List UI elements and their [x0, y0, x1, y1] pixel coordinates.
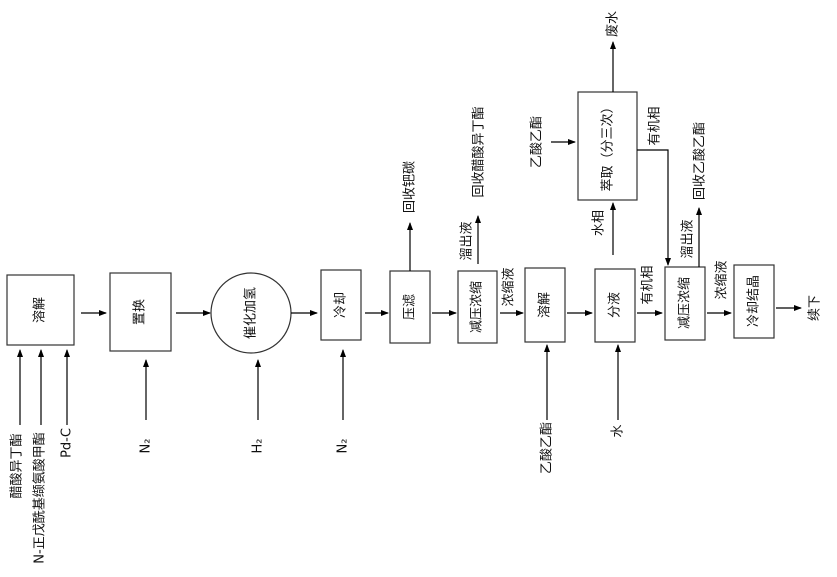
flow-label: 有机相	[648, 106, 663, 145]
input-label: 水	[611, 424, 626, 437]
output-label: 回收钯碳	[403, 161, 418, 213]
output-waste-water: 废水	[605, 11, 621, 92]
input-n2-replace: N₂	[139, 359, 154, 454]
step-label: 减压浓缩	[469, 281, 485, 333]
output-recover-pdc: 回收钯碳	[403, 161, 418, 271]
step-concentrate-1: 减压浓缩	[457, 270, 498, 344]
output-label: 溜出液	[681, 219, 696, 258]
input-label: 乙酸乙酯	[530, 116, 545, 168]
step-label: 溶解	[33, 297, 48, 323]
step-label: 萃取（分三次）	[600, 100, 616, 191]
input-ethyl-acetate-dissolve: 乙酸乙酯	[540, 344, 555, 474]
output-distillate-2: 溜出液 回收乙酸乙酯	[681, 122, 708, 267]
step-filter: 压滤	[389, 270, 431, 344]
flow-label: 浓缩液	[501, 267, 517, 306]
output-label: 回收乙酸乙酯	[693, 122, 708, 200]
input-label: N₂	[336, 439, 351, 454]
step-replace: 置换	[109, 272, 172, 352]
input-water: 水	[611, 344, 626, 438]
step-dissolve-1: 溶解	[6, 274, 75, 346]
input-h2: H₂	[251, 359, 266, 454]
output-organic-phase-extract: 有机相	[637, 106, 671, 266]
step-label: 冷却结晶	[747, 275, 762, 327]
step-hydrogenation: 催化加氢	[210, 272, 292, 354]
step-separate: 分液	[594, 268, 636, 343]
step-label: 分液	[608, 292, 623, 318]
step-label: 减压浓缩	[677, 277, 693, 329]
output-label: 废水	[605, 11, 621, 37]
input-label: 醋酸异丁酯	[9, 433, 25, 498]
input-label: Pd-C	[60, 428, 75, 458]
step-cool: 冷却	[320, 269, 362, 341]
step-label: 催化加氢	[244, 287, 259, 339]
flow-label: 浓缩液	[714, 260, 730, 299]
flow-label: 续下	[808, 295, 823, 321]
input-isobutyl-acetate: 醋酸异丁酯	[9, 349, 25, 499]
input-valine-ester: N-正戊酰基缬氨酸甲酯	[33, 349, 48, 564]
flow-label: 有机相	[641, 265, 656, 304]
step-crystallize: 冷却结晶	[733, 264, 775, 339]
step-dissolve-2: 溶解	[524, 267, 566, 343]
input-n2-cool: N₂	[336, 349, 351, 454]
input-label: N-正戊酰基缬氨酸甲酯	[33, 432, 48, 563]
output-label: 溜出液	[460, 221, 475, 260]
step-label: 压滤	[403, 294, 418, 320]
input-ethyl-acetate-extract: 乙酸乙酯	[530, 116, 576, 168]
flow-label: 水相	[592, 210, 607, 236]
output-label: 回收醋酸异丁酯	[471, 106, 487, 197]
step-label: 置换	[133, 299, 148, 325]
output-water-phase: 水相	[592, 202, 616, 255]
input-label: 乙酸乙酯	[540, 422, 555, 474]
step-concentrate-2: 减压浓缩	[664, 266, 706, 341]
input-label: H₂	[251, 439, 266, 454]
step-label: 冷却	[334, 292, 349, 318]
step-extract: 萃取（分三次）	[577, 91, 638, 201]
main-flow-arrows	[81, 305, 802, 316]
input-label: N₂	[139, 439, 154, 454]
input-pdc: Pd-C	[60, 349, 75, 458]
step-label: 溶解	[538, 292, 553, 318]
output-distillate-1: 溜出液 回收醋酸异丁酯	[460, 106, 487, 264]
